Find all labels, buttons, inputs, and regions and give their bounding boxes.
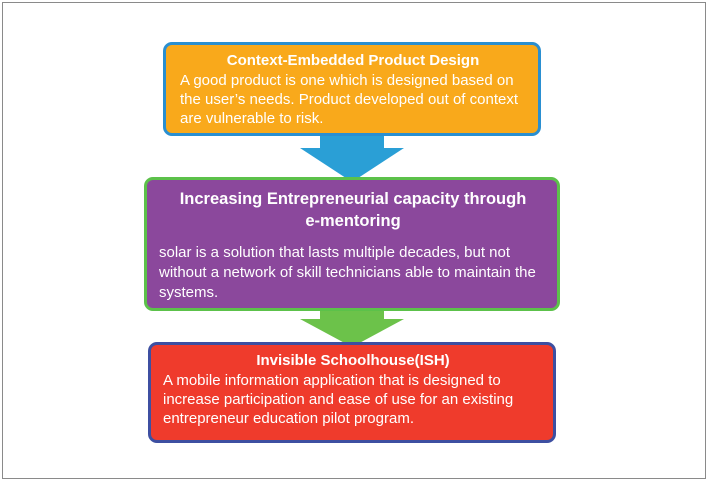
- step-box-context-embedded-design: Context-Embedded Product Design A good p…: [163, 42, 541, 136]
- arrow-down-icon: [300, 134, 404, 182]
- step-2-title: Increasing Entrepreneurial capacity thro…: [179, 190, 527, 230]
- step-1-title: Context-Embedded Product Design: [226, 52, 480, 69]
- step-box-invisible-schoolhouse: Invisible Schoolhouse(ISH) A mobile info…: [148, 342, 556, 443]
- arrow-2-shape: [300, 309, 404, 347]
- step-box-entrepreneurial-capacity: Increasing Entrepreneurial capacity thro…: [144, 177, 560, 311]
- arrow-1-shape: [300, 134, 404, 182]
- step-3-text: A mobile information application that is…: [163, 372, 514, 427]
- step-2-text: solar is a solution that lasts multiple …: [159, 244, 536, 301]
- step-1-text: A good product is one which is designed …: [180, 72, 519, 127]
- arrow-down-icon: [300, 309, 404, 347]
- step-3-title: Invisible Schoolhouse(ISH): [256, 352, 450, 369]
